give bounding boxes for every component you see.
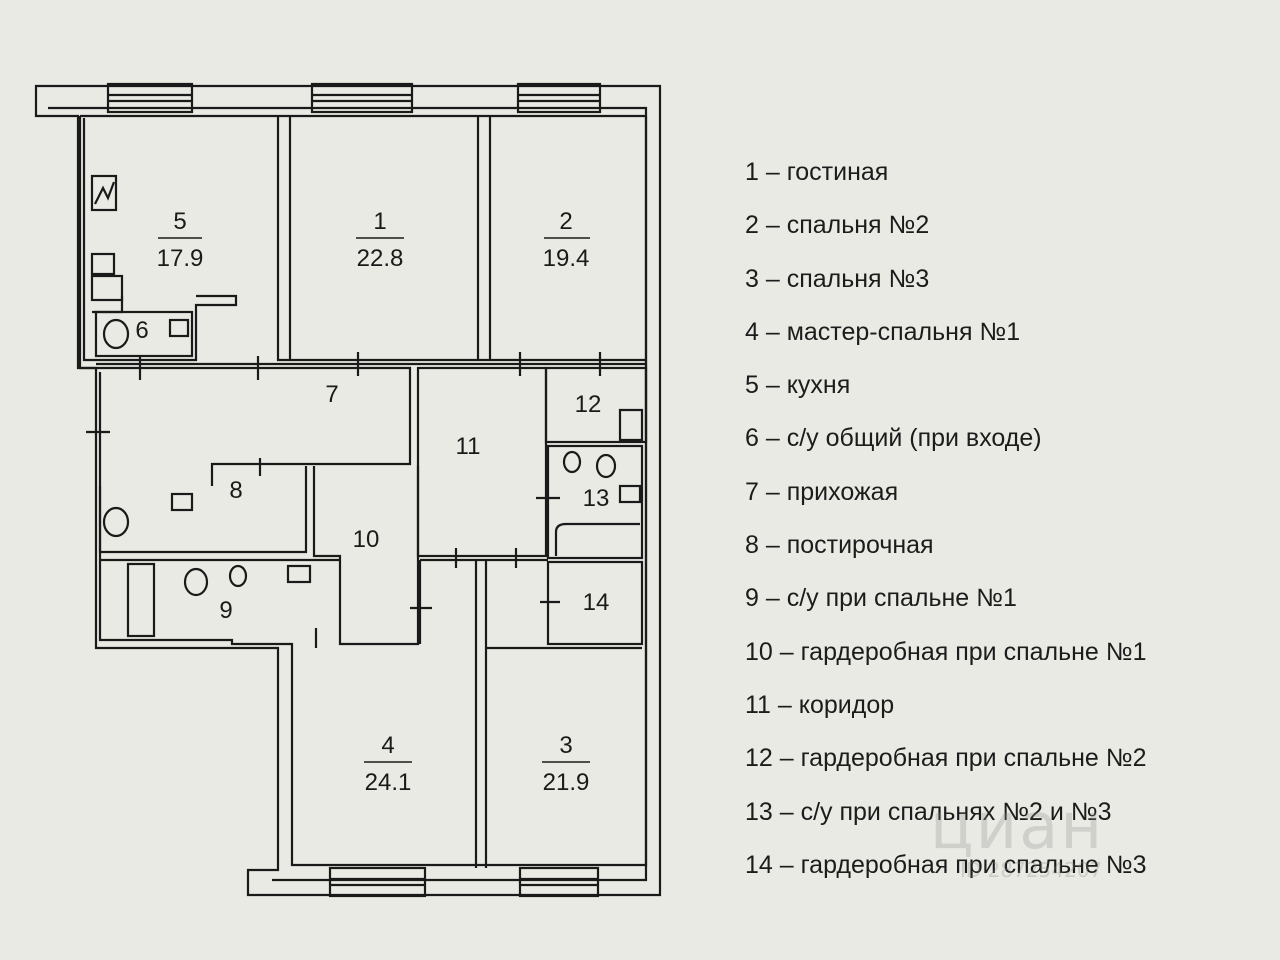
room-4: 4 24.1 — [364, 732, 412, 796]
window-top-1 — [106, 82, 194, 114]
room-area: 21.9 — [543, 769, 590, 796]
room-9-number: 9 — [219, 597, 232, 624]
legend-item: 2 – спальня №2 — [745, 211, 930, 240]
room-3: 3 21.9 — [542, 732, 590, 796]
legend-item: 6 – с/у общий (при входе) — [745, 424, 1042, 453]
room-8-number: 8 — [229, 477, 242, 504]
room-11-number: 11 — [456, 433, 481, 460]
legend-item: 3 – спальня №3 — [745, 264, 930, 293]
room-number: 5 — [173, 208, 186, 235]
room-labels: 5 17.9 1 22.8 2 19.4 6 7 12 11 8 13 10 9… — [135, 208, 609, 796]
room-area: 17.9 — [157, 245, 204, 272]
window-top-3 — [516, 82, 602, 114]
room-area: 19.4 — [543, 245, 590, 272]
room-7-number: 7 — [325, 381, 338, 408]
room-1: 1 22.8 — [356, 208, 404, 272]
window-bottom-1 — [328, 866, 427, 898]
outer-wall-inner — [48, 106, 648, 882]
legend-item: 11 – коридор — [745, 690, 895, 719]
watermark-id: ID 287254207 — [960, 858, 1103, 882]
legend-item: 5 – кухня — [745, 371, 851, 400]
window-top-2 — [310, 82, 414, 114]
window-bottom-2 — [518, 866, 600, 898]
room-number: 1 — [373, 208, 386, 235]
legend-item: 14 – гардеробная при спальне №3 — [745, 850, 1147, 879]
legend-item: 13 – с/у при спальнях №2 и №3 — [745, 797, 1112, 826]
room-5: 5 17.9 — [157, 208, 204, 272]
outer-wall — [34, 84, 662, 897]
room-6-number: 6 — [135, 317, 148, 344]
room-legend: 1 – гостиная 2 – спальня №2 3 – спальня … — [745, 152, 1147, 898]
legend-item: 12 – гардеробная при спальне №2 — [745, 744, 1147, 773]
floor-plan: 5 17.9 1 22.8 2 19.4 6 7 12 11 8 13 10 9… — [34, 82, 662, 898]
legend-item: 1 – гостиная — [745, 158, 889, 186]
legend-item: 10 – гардеробная при спальне №1 — [745, 637, 1147, 666]
room-number: 4 — [381, 732, 394, 759]
watermark-logo: циан — [930, 790, 1105, 864]
legend-item: 8 – постирочная — [745, 531, 934, 560]
room-2: 2 19.4 — [543, 208, 590, 272]
room-10-number: 10 — [353, 526, 380, 553]
room-13-number: 13 — [583, 485, 610, 512]
legend-item: 9 – с/у при спальне №1 — [745, 584, 1017, 613]
room-12-number: 12 — [575, 391, 602, 418]
room-area: 24.1 — [365, 769, 412, 796]
room-number: 2 — [559, 208, 572, 235]
room-14-number: 14 — [583, 589, 610, 616]
legend-item: 4 – мастер-спальня №1 — [745, 317, 1021, 346]
legend-item: 7 – прихожая — [745, 477, 899, 506]
room-number: 3 — [559, 732, 572, 759]
room-area: 22.8 — [357, 245, 404, 272]
